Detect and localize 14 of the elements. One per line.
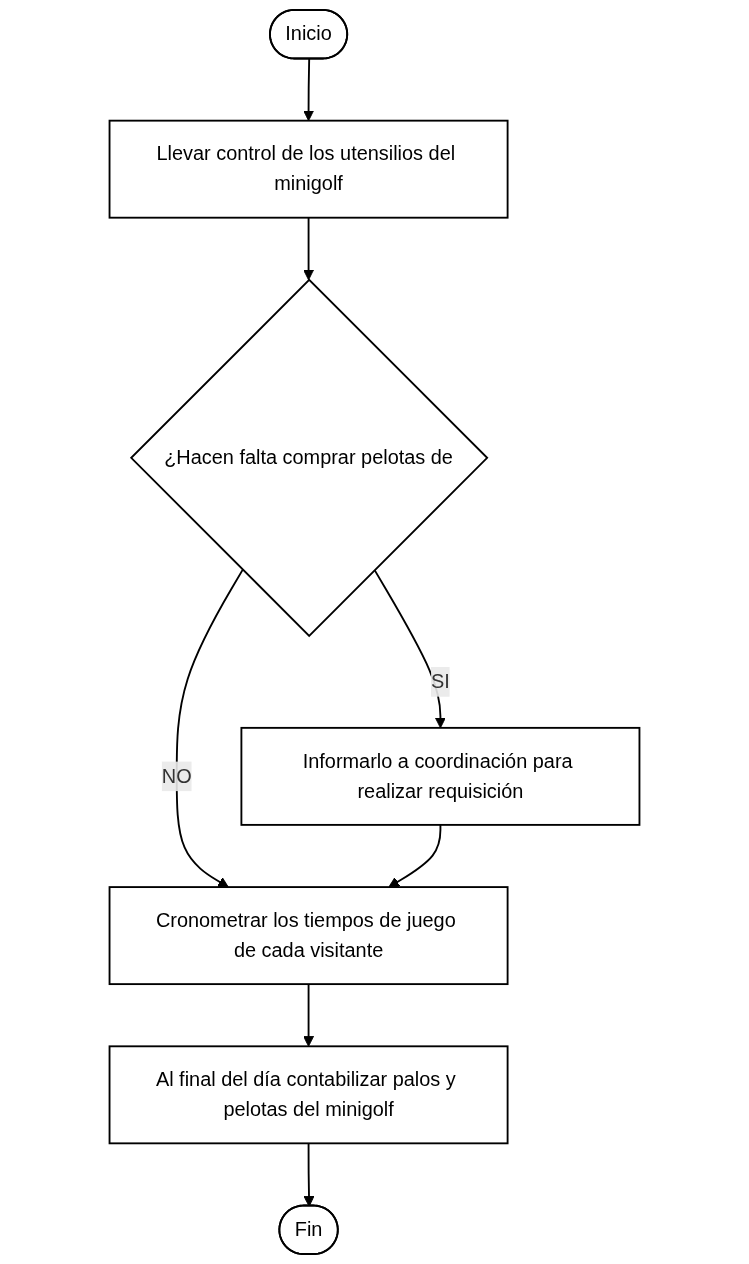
arrow xyxy=(303,1142,315,1207)
node-box: Llevar control de los utensilios del minigolf xyxy=(108,119,509,219)
arrow xyxy=(175,568,244,888)
node-diamond: ¿Hacen falta comprar pelotas de xyxy=(129,278,489,638)
arrow xyxy=(303,58,315,122)
node-box: Cronometrar los tiempos de juego de cada visitante xyxy=(108,886,509,986)
arrow xyxy=(303,983,315,1047)
arrow xyxy=(388,823,442,888)
edge-label: SI xyxy=(431,670,450,692)
edge-label: NO xyxy=(161,765,192,787)
arrow xyxy=(303,216,315,281)
node-box: Informarlo a coordinación para realizar requisición xyxy=(240,726,641,826)
node-box: Al final del día contabilizar palos y pelotas del minigolf xyxy=(108,1045,509,1145)
arrow xyxy=(373,568,446,729)
